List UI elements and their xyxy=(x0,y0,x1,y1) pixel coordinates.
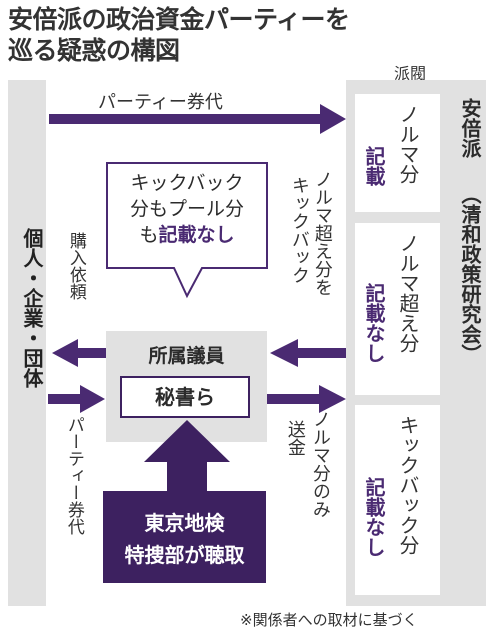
investigator-line-2: 特捜部が聴取 xyxy=(124,543,245,567)
callout-line-3-bold: 記載なし xyxy=(158,224,235,246)
investigator-line-1: 東京地検 xyxy=(144,511,225,535)
row-item-label: キックバック分 xyxy=(396,415,420,555)
arrow-send xyxy=(267,385,346,413)
arrow-purchase-request xyxy=(52,339,106,367)
lawmaker-header: 所属議員 xyxy=(148,345,225,367)
faction-name: 安倍派 xyxy=(458,98,482,158)
title-line-1: 安倍派の政治資金パーティーを xyxy=(8,5,350,34)
arrow-party-ticket-left xyxy=(48,385,105,413)
faction-subname: （清和政策研究会） xyxy=(458,184,482,364)
arrow-investigation xyxy=(144,420,230,492)
label-purchase-request: 購入依頼 xyxy=(65,232,86,300)
faction-row-quota: ノルマ分 記載 xyxy=(355,94,440,212)
label-party-ticket-left: パーティー券代 xyxy=(63,416,84,535)
callout-bubble xyxy=(106,162,268,299)
label-send-line-1: 送金 xyxy=(284,420,306,456)
row-status-label: 記載なし xyxy=(362,477,386,557)
title-line-2: 巡る疑惑の構図 xyxy=(8,36,180,65)
label-kickback-line-1: ノルマ超え分を xyxy=(311,170,333,296)
diagram-title: 安倍派の政治資金パーティーを 巡る疑惑の構図 xyxy=(8,4,488,66)
arrow-kickback xyxy=(270,339,346,367)
callout-line-3: も記載なし xyxy=(107,222,267,248)
row-status-label: 記載 xyxy=(362,146,386,186)
investigator-box: 東京地検 特捜部が聴取 xyxy=(103,491,266,583)
secretary-box: 秘書ら xyxy=(120,376,250,418)
arrow-party-ticket-top xyxy=(49,104,346,134)
faction-row-kickback: キックバック分 記載なし xyxy=(355,405,440,595)
row-status-label: 記載なし xyxy=(362,283,386,363)
callout-line-2: 分もプール分 xyxy=(129,198,244,220)
label-party-ticket-top: パーティー券代 xyxy=(98,92,223,113)
faction-row-over-quota: ノルマ超え分 記載なし xyxy=(355,223,440,395)
left-party-label: 個人・企業・団体 xyxy=(20,228,44,388)
faction-header: 派閥 xyxy=(394,64,427,83)
row-item-label: ノルマ超え分 xyxy=(396,233,420,353)
footnote: ※関係者への取材に基づく xyxy=(240,611,418,629)
callout-line-3-prefix: も xyxy=(139,224,159,246)
label-send-line-2: ノルマ分のみ xyxy=(309,410,331,518)
left-party-column xyxy=(8,80,46,606)
callout-text: キックバック 分もプール分 も記載なし xyxy=(107,170,267,248)
label-kickback-line-2: キックバック xyxy=(288,176,310,284)
row-item-label: ノルマ分 xyxy=(396,104,420,184)
callout-line-1: キックバック xyxy=(130,172,244,194)
